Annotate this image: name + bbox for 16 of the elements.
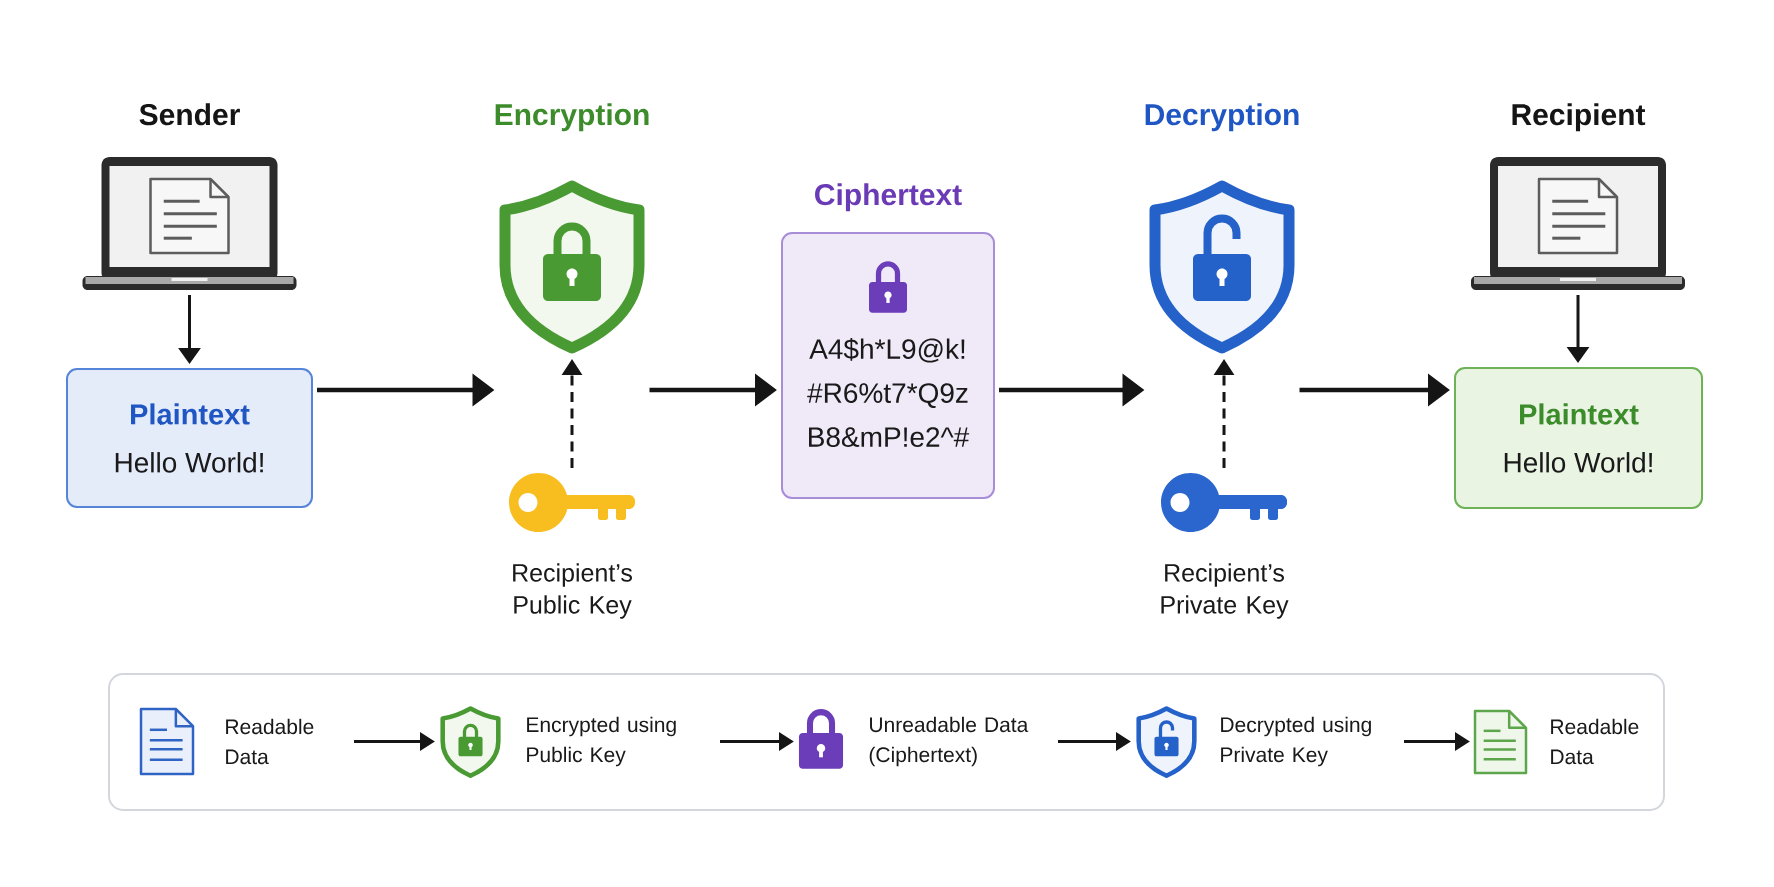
- message-box: Plaintext Hello World!: [66, 368, 313, 508]
- step-label: Readable Data: [1551, 718, 1639, 765]
- step-label: Unreadable Data (Ciphertext): [869, 716, 1029, 767]
- key-label: Recipient’s Private Key: [1161, 563, 1289, 619]
- heading: Sender: [139, 103, 240, 126]
- step-label: Decrypted using Private Key: [1221, 716, 1371, 767]
- message-box: A4$h*L9@k! #R6%t7*Q9z B8&mP!e2^#: [781, 232, 995, 499]
- panel: [108, 673, 1665, 811]
- step-label: Encrypted using Public Key: [527, 716, 676, 767]
- key-label: Recipient’s Public Key: [513, 563, 632, 619]
- step-label: Readable Data: [226, 718, 314, 765]
- heading: Encryption: [495, 103, 649, 132]
- heading: Recipient: [1512, 103, 1646, 132]
- heading: Decryption: [1145, 103, 1299, 132]
- heading: Ciphertext: [815, 183, 962, 212]
- message-box: Plaintext Hello World!: [1454, 367, 1703, 509]
